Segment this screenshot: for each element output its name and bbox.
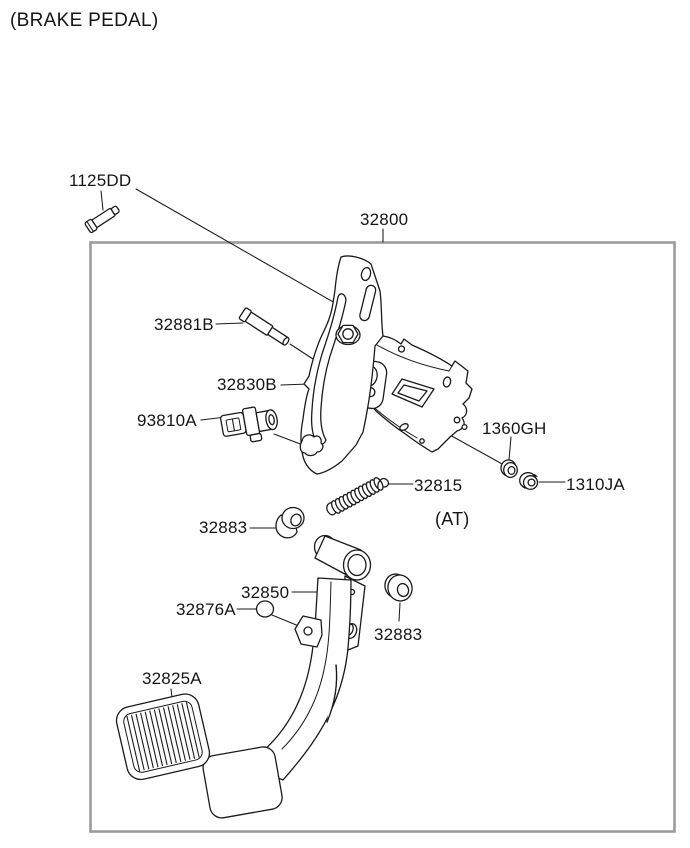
return-spring-drawing xyxy=(326,477,390,516)
part-label-pin: 32881B xyxy=(154,315,214,334)
clevis-pin-drawing xyxy=(238,307,290,346)
transmission-note: (AT) xyxy=(435,509,470,529)
page-title: (BRAKE PEDAL) xyxy=(10,10,159,31)
part-label-switch: 93810A xyxy=(137,411,197,430)
part-label-stopper: 32876A xyxy=(176,600,236,619)
upper-bushing-drawing xyxy=(275,506,305,539)
mount-bolt-drawing xyxy=(84,205,120,234)
diagram-frame xyxy=(89,241,676,833)
pedal-arm-drawing xyxy=(244,534,372,781)
part-label-pad: 32825A xyxy=(142,669,202,688)
pedal-pad-drawing xyxy=(115,693,211,781)
part-label-nut: 1310JA xyxy=(566,475,625,494)
part-label-bushing-b: 32883 xyxy=(374,625,423,644)
part-label-bolt: 1125DD xyxy=(69,171,132,190)
part-label-washer: 1360GH xyxy=(482,419,547,438)
part-label-bushing-a: 32883 xyxy=(199,518,248,537)
part-label-spring: 32815 xyxy=(414,476,463,495)
pedal-support-plate-drawing xyxy=(299,255,384,475)
lower-grommet-drawing xyxy=(384,573,413,602)
stop-lamp-switch-drawing xyxy=(219,406,278,443)
lock-nut-drawing xyxy=(519,472,539,490)
part-label-member: 32830B xyxy=(217,375,277,394)
stopper-pad-drawing xyxy=(255,600,275,618)
pedal-plate-drawing xyxy=(202,746,283,819)
washer-drawing xyxy=(500,459,518,479)
part-label-assembly: 32800 xyxy=(360,210,409,229)
part-label-arm: 32850 xyxy=(241,583,290,602)
